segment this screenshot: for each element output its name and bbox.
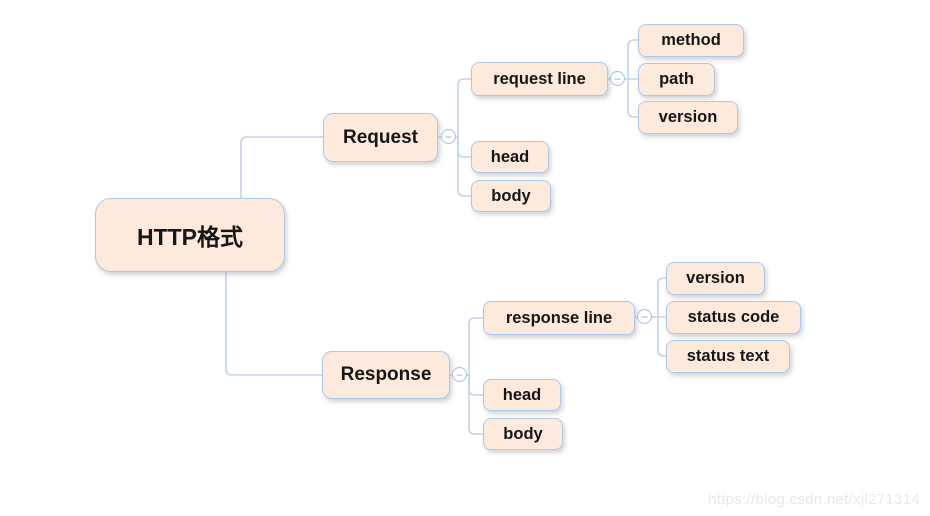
connector-responseline-statustext: [657, 316, 667, 357]
connector-response-body: [468, 374, 484, 435]
node-method[interactable]: method: [638, 24, 744, 57]
connector-root-request: [240, 136, 324, 199]
connector-request-requestline: [457, 78, 472, 138]
node-response-body[interactable]: body: [483, 418, 563, 450]
watermark: https://blog.csdn.net/xjl271314: [708, 491, 920, 508]
connector-requestline-version: [627, 78, 639, 118]
node-response-line[interactable]: response line: [483, 301, 635, 335]
node-status-code[interactable]: status code: [666, 301, 801, 334]
node-request-head[interactable]: head: [471, 141, 549, 173]
node-status-text[interactable]: status text: [666, 340, 790, 373]
collapse-icon-request[interactable]: −: [441, 129, 456, 144]
connector-request-body: [457, 136, 472, 197]
connector-root-response: [225, 271, 323, 376]
connector-response-responseline: [468, 317, 484, 376]
node-request[interactable]: Request: [323, 113, 438, 162]
node-response[interactable]: Response: [322, 351, 450, 399]
connector-response-head: [468, 374, 484, 396]
node-response-version[interactable]: version: [666, 262, 765, 295]
node-http-format[interactable]: HTTP格式: [95, 198, 285, 272]
node-request-body[interactable]: body: [471, 180, 551, 212]
node-request-line[interactable]: request line: [471, 62, 608, 96]
node-path[interactable]: path: [638, 63, 715, 96]
connector-request-head: [457, 136, 472, 158]
node-request-version[interactable]: version: [638, 101, 738, 134]
collapse-icon-request-line[interactable]: −: [610, 71, 625, 86]
collapse-icon-response-line[interactable]: −: [637, 309, 652, 324]
node-response-head[interactable]: head: [483, 379, 561, 411]
connector-requestline-method: [627, 39, 639, 80]
connector-responseline-version: [657, 277, 667, 318]
collapse-icon-response[interactable]: −: [452, 367, 467, 382]
